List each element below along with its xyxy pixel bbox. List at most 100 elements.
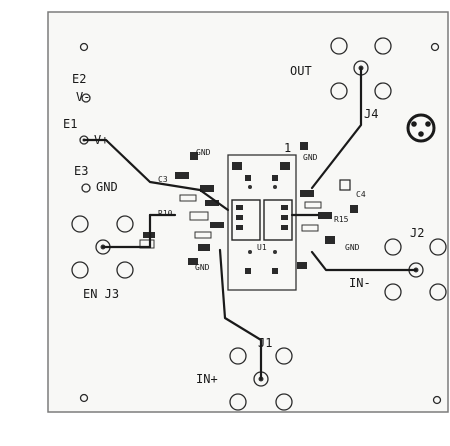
smt-pad xyxy=(297,262,307,269)
smt-pad xyxy=(236,205,243,210)
outline-shape xyxy=(304,201,322,209)
small-dot xyxy=(273,185,277,189)
smt-pad xyxy=(188,258,198,265)
label-gnd-left: GND xyxy=(96,180,118,194)
smt-pad xyxy=(300,142,308,150)
silkscreen-labels: E2 V- E1 V+ E3 GND EN J3 OUT J4 J2 IN- J… xyxy=(63,64,424,386)
smt-pad xyxy=(205,200,219,206)
label-gnd-bottom: GND xyxy=(195,263,210,272)
three-pin-pad-2 xyxy=(425,121,431,127)
label-pin-1: 1 xyxy=(284,141,291,155)
pad-j3-b xyxy=(116,215,134,233)
pad-j3-c xyxy=(71,261,89,279)
shield-outline xyxy=(227,154,297,291)
smt-pad xyxy=(280,162,290,170)
mounting-hole-bottom-left xyxy=(79,393,89,403)
label-c4: C4 xyxy=(356,190,366,199)
outline-shape xyxy=(179,194,197,202)
label-gnd-top-right: GND xyxy=(303,153,318,162)
smt-pad xyxy=(200,185,214,192)
label-r10: R10 xyxy=(158,209,173,218)
label-j1: J1 xyxy=(258,336,272,350)
pad-j1-b xyxy=(275,347,293,365)
smt-pad xyxy=(236,215,243,220)
label-out: OUT xyxy=(290,64,312,78)
pad-j1-c xyxy=(229,393,247,411)
label-in-minus: IN- xyxy=(349,276,371,290)
trace-j1 xyxy=(218,248,263,381)
small-dot xyxy=(273,250,277,254)
testpoint-e3 xyxy=(81,183,91,193)
label-gnd-top: GND xyxy=(196,148,211,157)
smt-pad xyxy=(325,236,335,244)
smt-pad xyxy=(190,152,198,160)
label-j2: J2 xyxy=(410,226,424,240)
pad-j2-c xyxy=(384,283,402,301)
outline-shape xyxy=(339,179,351,191)
label-e3: E3 xyxy=(74,164,88,178)
label-v-minus: V- xyxy=(76,90,90,104)
pad-j1-a xyxy=(229,347,247,365)
small-dot xyxy=(248,185,252,189)
smt-pad xyxy=(272,268,278,274)
connector-pads xyxy=(71,37,447,411)
label-r15: R15 xyxy=(334,215,349,224)
board-outline xyxy=(47,11,449,413)
smt-pad xyxy=(350,205,358,213)
three-pin-component xyxy=(406,113,436,143)
three-pin-pad-1 xyxy=(411,121,417,127)
outline-shape xyxy=(189,211,209,221)
smt-pad xyxy=(281,215,288,220)
smt-pad xyxy=(245,268,251,274)
pad-j4-a xyxy=(330,37,348,55)
label-en-j3: EN J3 xyxy=(83,287,119,301)
pad-j3-d xyxy=(116,261,134,279)
label-j4: J4 xyxy=(364,107,378,121)
label-in-plus: IN+ xyxy=(196,372,218,386)
label-e2: E2 xyxy=(72,72,86,86)
smt-pad xyxy=(232,162,242,170)
pad-j4-d xyxy=(374,82,392,100)
trace-v-plus xyxy=(82,138,202,192)
testpoint-e2 xyxy=(81,93,91,103)
smt-pad xyxy=(198,244,210,251)
pad-j2-d xyxy=(429,283,447,301)
smt-pad xyxy=(300,190,314,197)
mounting-hole-bottom-right xyxy=(432,395,442,405)
copper-traces xyxy=(82,66,418,381)
label-e1: E1 xyxy=(63,117,77,131)
outline-shape xyxy=(194,231,212,239)
smt-pad xyxy=(175,172,189,179)
pad-j3-a xyxy=(71,215,89,233)
label-c3: C3 xyxy=(158,175,168,184)
smt-pad xyxy=(281,225,288,230)
mounting-holes xyxy=(79,42,442,405)
smt-pad xyxy=(281,205,288,210)
trace-u1-left xyxy=(198,188,230,212)
pad-j2-b xyxy=(429,238,447,256)
smt-pad xyxy=(236,225,243,230)
small-dot xyxy=(248,250,252,254)
label-u1: U1 xyxy=(257,243,267,252)
u1-right-body xyxy=(263,199,293,241)
pad-j2-a xyxy=(384,238,402,256)
mounting-hole-top-right xyxy=(430,42,440,52)
central-component-area xyxy=(139,142,358,291)
label-v-plus: V+ xyxy=(94,133,108,147)
smt-pad xyxy=(245,175,251,181)
trace-out xyxy=(310,66,363,190)
pad-j4-b xyxy=(374,37,392,55)
trace-j2 xyxy=(310,250,418,272)
outline-shape xyxy=(301,224,319,232)
three-pin-outline xyxy=(406,113,436,143)
smt-pad xyxy=(210,222,224,228)
pad-j1-d xyxy=(275,393,293,411)
three-pin-pad-3 xyxy=(418,131,424,137)
mounting-hole-top-left xyxy=(79,42,89,52)
smt-pad xyxy=(272,175,278,181)
u1-left-body xyxy=(231,199,261,241)
pad-j4-c xyxy=(330,82,348,100)
smt-pad xyxy=(318,212,332,219)
